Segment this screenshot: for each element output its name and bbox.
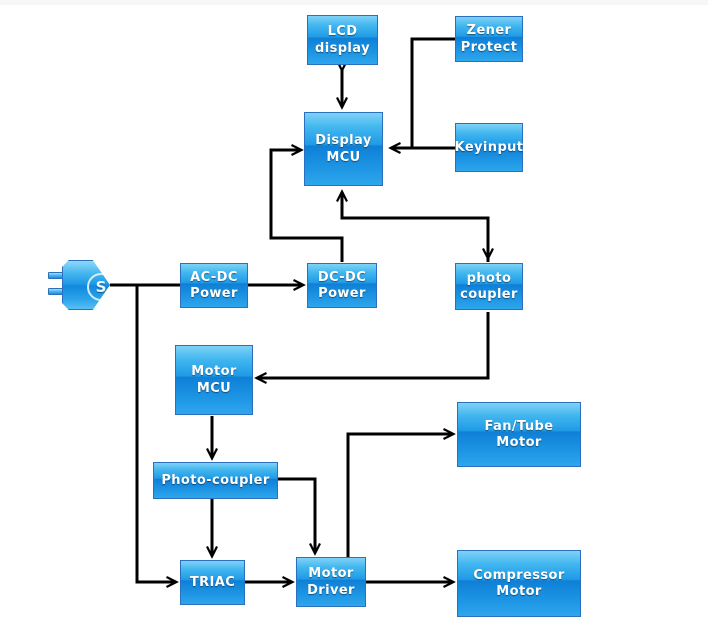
block-fan-tube-motor[interactable]: Fan/Tube Motor [457, 402, 581, 467]
block-display-mcu-line2: MCU [326, 149, 361, 165]
block-dc-dc-power[interactable]: DC-DC Power [307, 263, 377, 308]
block-lcd-display-line2: display [315, 40, 370, 56]
block-keyinput-line1: Keyinput [454, 139, 524, 155]
block-photo-coupler-upper-line1: photo [466, 270, 512, 286]
power-source-plug-icon: S [48, 258, 110, 312]
block-fan-tube-motor-line1: Fan/Tube [484, 418, 554, 434]
block-photo-coupler-upper-line2: coupler [460, 287, 518, 302]
wire-motordriver-to-fantube [346, 434, 453, 557]
block-triac-line1: TRIAC [189, 574, 236, 590]
plug-body: S [62, 260, 110, 310]
wire-zener-to-mcu [391, 37, 455, 148]
block-motor-driver-line2: Driver [307, 582, 355, 598]
block-zener-protect-line1: Zener [466, 23, 512, 39]
block-compressor-motor[interactable]: Compressor Motor [457, 550, 581, 617]
wire-photocoupler-to-motordriver [278, 477, 315, 553]
block-dc-dc-power-line2: Power [318, 286, 366, 301]
block-photo-coupler-lower[interactable]: Photo-coupler [153, 462, 278, 499]
block-zener-protect-line2: Protect [460, 39, 518, 55]
plug-symbol: S [87, 273, 110, 301]
block-ac-dc-power-line1: AC-DC [190, 269, 238, 285]
block-ac-dc-power[interactable]: AC-DC Power [180, 263, 248, 308]
block-triac[interactable]: TRIAC [180, 560, 245, 605]
block-display-mcu-line1: Display [315, 133, 372, 149]
block-motor-mcu-line2: MCU [196, 380, 232, 396]
top-edge-strip [0, 0, 708, 5]
block-compressor-motor-line1: Compressor [473, 567, 565, 583]
block-photo-coupler-upper[interactable]: photo coupler [455, 263, 523, 310]
wire-photocoupler-to-motormcu [257, 312, 490, 378]
block-display-mcu[interactable]: Display MCU [304, 112, 383, 186]
plug-prong-bottom [48, 288, 64, 295]
block-lcd-display-line1: LCD [327, 24, 358, 40]
plug-prong-top [48, 272, 64, 279]
block-zener-protect[interactable]: Zener Protect [455, 16, 523, 62]
block-photo-coupler-lower-line1: Photo-coupler [161, 472, 270, 488]
block-ac-dc-power-line2: Power [190, 286, 238, 301]
block-compressor-motor-line2: Motor [496, 584, 542, 599]
block-dc-dc-power-line1: DC-DC [317, 269, 367, 285]
block-motor-driver[interactable]: Motor Driver [296, 557, 366, 607]
block-motor-driver-line1: Motor [308, 566, 354, 582]
block-motor-mcu-line1: Motor [191, 364, 237, 380]
wire-photocoupler-to-mcu [342, 192, 490, 262]
block-fan-tube-motor-line2: Motor [496, 435, 542, 450]
wire-source-to-triac [135, 285, 176, 582]
block-motor-mcu[interactable]: Motor MCU [175, 345, 253, 415]
block-lcd-display[interactable]: LCD display [307, 15, 378, 65]
wire-mcu-to-photocoupler [420, 216, 488, 258]
block-keyinput[interactable]: Keyinput [455, 123, 523, 172]
